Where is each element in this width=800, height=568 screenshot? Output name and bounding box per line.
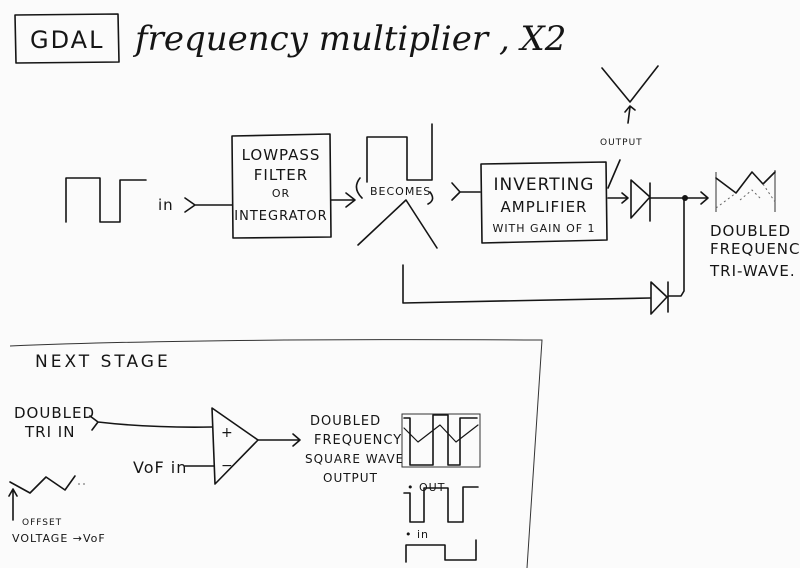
output-tap-line [607, 159, 621, 189]
square-output-label: SQUARE WAVE [305, 452, 404, 466]
next-stage-border [9, 339, 543, 568]
in-wave-label: • in [405, 528, 429, 541]
diode-2-icon [650, 197, 685, 315]
comparator-output-arrow [257, 433, 301, 447]
block-text: INTEGRATOR [234, 209, 327, 224]
plus-sign: + [221, 425, 233, 441]
out-wave-sketch [403, 486, 479, 523]
block-text: WITH GAIN OF 1 [492, 222, 595, 235]
square-output-label: DOUBLED [310, 414, 381, 429]
diode-arrow [607, 192, 629, 204]
offset-zigzag-sketch [9, 475, 76, 494]
block-text: INVERTING [494, 175, 595, 195]
lowpass-output-arrow [330, 192, 356, 208]
square-output-label: FREQUENCY [314, 433, 402, 448]
square-wave-sketch [366, 123, 433, 183]
sum-output-arrow [684, 191, 709, 205]
lowpass-filter-block: LOWPASS FILTER OR INTEGRATOR [231, 133, 332, 239]
tri-in-wire [89, 415, 213, 431]
result-label: FREQUENCY [710, 240, 800, 258]
input-arrow [184, 197, 233, 213]
logo-box: GDAL [14, 13, 120, 64]
feedback-wire [402, 264, 651, 304]
inverted-wave-sketch [601, 65, 659, 103]
input-square-wave [65, 177, 147, 223]
page-title: frequency multiplier , X2 [132, 19, 566, 59]
next-stage-heading: NEXT STAGE [35, 352, 171, 372]
square-vs-tri-graph [401, 413, 481, 468]
output-arrow [624, 105, 636, 124]
in-wave-sketch [405, 539, 477, 563]
logo-text: GDAL [30, 26, 104, 54]
block-text: OR [272, 187, 290, 200]
triangle-wave-sketch [357, 199, 438, 249]
tri-in-label: DOUBLED [14, 404, 95, 422]
input-label: in [158, 196, 174, 214]
result-label: TRI-WAVE. [709, 262, 796, 280]
diode-1-icon [630, 179, 686, 222]
minus-sign: − [221, 458, 233, 474]
block-text: LOWPASS [242, 146, 321, 164]
offset-label: OFFSET [22, 518, 62, 528]
becomes-label: BECOMES [370, 185, 431, 198]
voltage-label: VOLTAGE →VoF [12, 532, 106, 545]
output-label: OUTPUT [600, 138, 643, 148]
square-output-label: OUTPUT [323, 471, 378, 485]
inverting-amplifier-block: INVERTING AMPLIFIER WITH GAIN OF 1 [480, 161, 608, 244]
doubled-tri-wave-sketch [715, 170, 776, 212]
offset-arrow [8, 488, 18, 521]
curved-arrow-icon [355, 177, 434, 205]
inverter-input-arrow [451, 182, 481, 201]
vof-in-label: VoF in [133, 458, 187, 477]
block-text: AMPLIFIER [501, 198, 588, 216]
block-text: FILTER [254, 166, 308, 184]
tri-in-label: TRI IN [24, 423, 75, 441]
comparator-opamp: + − [211, 407, 259, 485]
result-label: DOUBLED [710, 222, 791, 240]
